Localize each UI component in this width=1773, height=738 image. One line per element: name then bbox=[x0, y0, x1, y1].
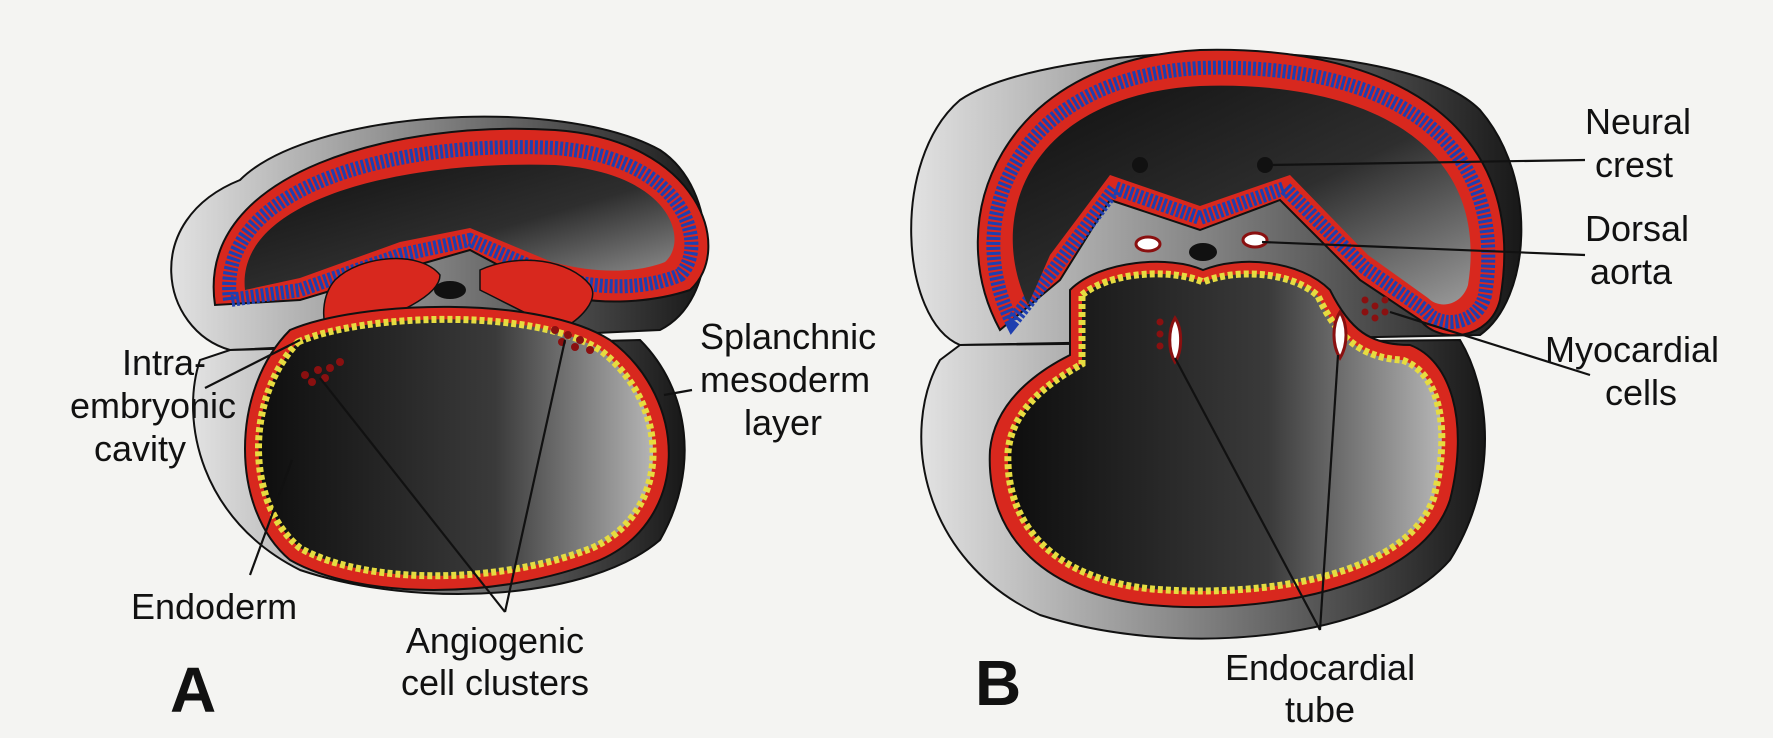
panel-b-letter: B bbox=[975, 647, 1021, 719]
panel-a-endoderm-layer bbox=[258, 319, 653, 575]
label-endoderm: Endoderm bbox=[131, 586, 297, 627]
panel-b-dorsal-aorta-left bbox=[1136, 237, 1160, 251]
panel-b-neural-crest-left bbox=[1132, 157, 1148, 173]
label-dorsal-2: aorta bbox=[1590, 251, 1673, 292]
panel-b-dorsal-aorta-right bbox=[1243, 233, 1267, 247]
label-angiogenic-1: Angiogenic bbox=[406, 620, 584, 661]
label-neural-1: Neural bbox=[1585, 101, 1691, 142]
label-intraembryonic-3: cavity bbox=[94, 428, 186, 469]
label-splanchnic-2: mesoderm bbox=[700, 359, 870, 400]
label-dorsal-1: Dorsal bbox=[1585, 208, 1689, 249]
panel-a-notochord bbox=[434, 281, 466, 299]
panel-b-endocardial-tube-right bbox=[1334, 312, 1346, 358]
label-myocardial-1: Myocardial bbox=[1545, 329, 1719, 370]
label-intraembryonic-2: embryonic bbox=[70, 385, 236, 426]
panel-b: Neural crest Dorsal aorta Myocardial cel… bbox=[911, 50, 1719, 730]
panel-b-myocardial-cells-left bbox=[1157, 319, 1164, 350]
panel-a-letter: A bbox=[170, 654, 216, 726]
panel-b-notochord bbox=[1189, 243, 1217, 261]
panel-a: Intra- embryonic cavity Endoderm Angioge… bbox=[70, 117, 876, 726]
label-intraembryonic-1: Intra- bbox=[122, 342, 206, 383]
label-myocardial-2: cells bbox=[1605, 372, 1677, 413]
label-endocardial-2: tube bbox=[1285, 689, 1355, 730]
label-splanchnic-1: Splanchnic bbox=[700, 316, 876, 357]
label-splanchnic-3: layer bbox=[744, 402, 822, 443]
panel-b-endocardial-tube-left bbox=[1170, 318, 1181, 362]
label-angiogenic-2: cell clusters bbox=[401, 662, 589, 703]
label-endocardial-1: Endocardial bbox=[1225, 647, 1415, 688]
label-neural-2: crest bbox=[1595, 144, 1673, 185]
